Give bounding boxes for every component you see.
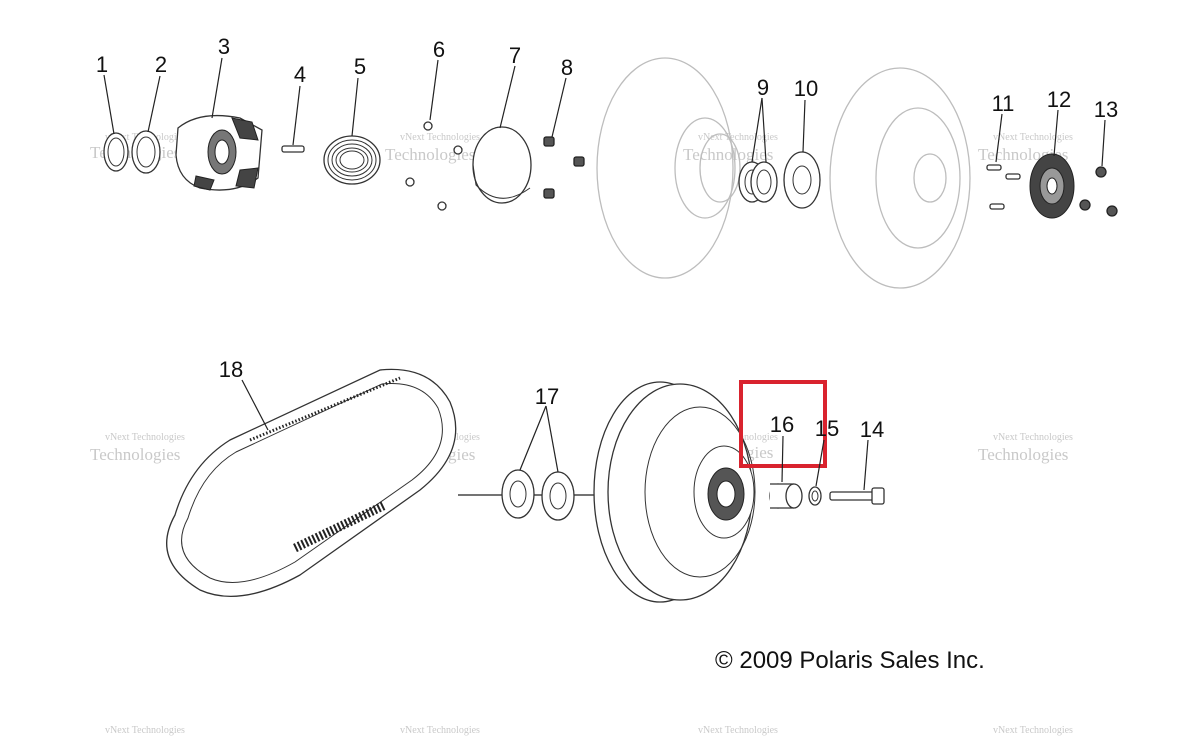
ghost-cover <box>829 67 971 289</box>
callouts: 1 2 3 4 5 6 7 8 9 10 11 12 13 14 15 16 1… <box>96 34 1118 442</box>
callout-11[interactable]: 11 <box>992 91 1015 116</box>
callout-14[interactable]: 14 <box>860 417 884 442</box>
highlight-box <box>739 380 827 468</box>
callout-9[interactable]: 9 <box>757 75 769 100</box>
watermark: Technologies <box>385 145 475 164</box>
driven-clutch <box>593 381 756 603</box>
callout-16[interactable]: 16 <box>770 412 794 437</box>
copyright-text: © 2009 Polaris Sales Inc. <box>715 647 985 674</box>
callout-1[interactable]: 1 <box>96 52 108 77</box>
part-16-spacer[interactable] <box>769 483 803 509</box>
watermark: vNext Technologies <box>400 132 480 143</box>
watermark: vNext Technologies <box>993 725 1073 736</box>
part-12-bearing[interactable] <box>1029 153 1075 219</box>
watermark: vNext Technologies <box>993 432 1073 443</box>
watermark: Technologies <box>90 445 180 464</box>
watermark: vNext Technologies <box>698 132 778 143</box>
part-6-screws[interactable] <box>405 121 463 211</box>
part-9-washers[interactable] <box>738 161 778 203</box>
part-3-spider[interactable] <box>175 114 263 191</box>
part-8-bolts[interactable] <box>543 136 585 199</box>
watermark: vNext Technologies <box>993 132 1073 143</box>
part-5-spring[interactable] <box>323 135 381 185</box>
part-18-drive-belt[interactable] <box>166 368 457 597</box>
callout-13[interactable]: 13 <box>1094 97 1118 122</box>
watermark: vNext Technologies <box>105 432 185 443</box>
part-11-bolts[interactable] <box>986 164 1021 210</box>
part-15-washer[interactable] <box>808 486 822 506</box>
callout-8[interactable]: 8 <box>561 55 573 80</box>
part-13-nuts[interactable] <box>1079 166 1118 217</box>
part-1-retaining-ring[interactable] <box>103 132 129 172</box>
callout-10[interactable]: 10 <box>794 76 818 101</box>
callout-5[interactable]: 5 <box>354 54 366 79</box>
watermark: vNext Technologies <box>400 725 480 736</box>
part-7-band[interactable] <box>472 126 532 204</box>
watermark: vNext Technologies <box>698 725 778 736</box>
watermarks: vNext Technologies Technologies vNext Te… <box>90 132 1073 736</box>
part-14-bolt[interactable] <box>829 487 885 505</box>
callout-15[interactable]: 15 <box>815 416 839 441</box>
callout-12[interactable]: 12 <box>1047 87 1071 112</box>
part-4-pin[interactable] <box>281 145 305 153</box>
callout-3[interactable]: 3 <box>218 34 230 59</box>
callout-17[interactable]: 17 <box>535 384 559 409</box>
part-10-washer[interactable] <box>783 151 821 209</box>
leader-lines <box>103 57 1106 491</box>
callout-18[interactable]: 18 <box>219 357 243 382</box>
watermark: Technologies <box>978 445 1068 464</box>
callout-6[interactable]: 6 <box>433 37 445 62</box>
callout-2[interactable]: 2 <box>155 52 167 77</box>
callout-7[interactable]: 7 <box>509 43 521 68</box>
part-17-washers[interactable] <box>501 469 575 521</box>
watermark: vNext Technologies <box>105 725 185 736</box>
watermark: Technologies <box>683 145 773 164</box>
part-2-washer[interactable] <box>131 130 161 174</box>
callout-4[interactable]: 4 <box>294 62 306 87</box>
ghost-sheave <box>596 57 741 279</box>
